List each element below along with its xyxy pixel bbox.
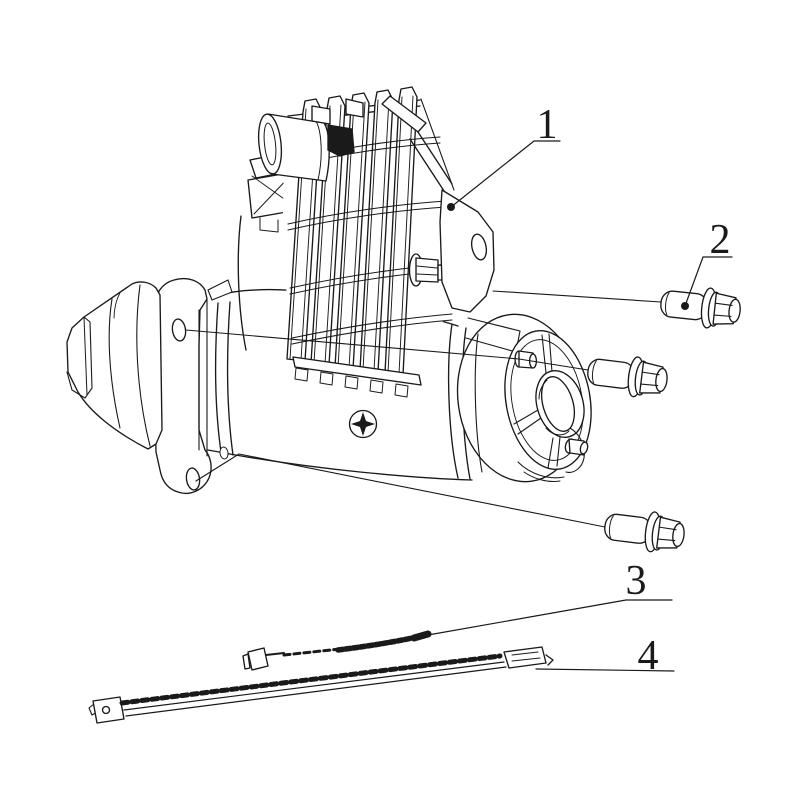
sensor-cable xyxy=(242,630,432,671)
starter-motor-assembly xyxy=(66,86,592,495)
assembly-lines xyxy=(185,290,662,528)
callout-4 xyxy=(535,668,675,672)
callout-2 xyxy=(681,256,733,310)
axis-line-middle-bolt xyxy=(185,329,589,371)
callout-label-4: 4 xyxy=(638,633,659,679)
mount-hole-top xyxy=(171,318,187,342)
callout-1 xyxy=(447,140,561,211)
flange-bolt-2 xyxy=(584,350,671,402)
terminal-stud xyxy=(345,98,364,118)
rim-bolt xyxy=(514,350,538,369)
small-bolt xyxy=(564,438,589,456)
callout-3 xyxy=(427,599,673,636)
callout-labels: 1 2 3 4 xyxy=(537,102,731,679)
callout-label-1: 1 xyxy=(537,102,558,148)
arm-bolt-hole xyxy=(470,233,488,261)
axis-line-bottom-bolt xyxy=(195,453,606,528)
terminal-connector xyxy=(327,124,355,157)
phillips-screw xyxy=(348,409,378,439)
ground-strap xyxy=(88,646,554,724)
flange-bolt-1 xyxy=(658,282,743,332)
bracket-arm xyxy=(381,95,495,313)
callout-label-3: 3 xyxy=(626,558,647,604)
flange-bolt-3 xyxy=(601,505,688,557)
callouts xyxy=(427,140,733,672)
axis-line-top-bolt xyxy=(492,290,662,303)
callout-2-dot xyxy=(681,302,689,310)
callout-1-dot xyxy=(447,203,455,211)
solenoid-cap xyxy=(257,98,364,182)
nose-cone xyxy=(66,281,163,450)
callout-label-2: 2 xyxy=(710,217,731,263)
mount-hole-bottom xyxy=(185,467,201,491)
terminal-stud xyxy=(311,105,331,125)
mounting-bracket xyxy=(153,277,212,495)
